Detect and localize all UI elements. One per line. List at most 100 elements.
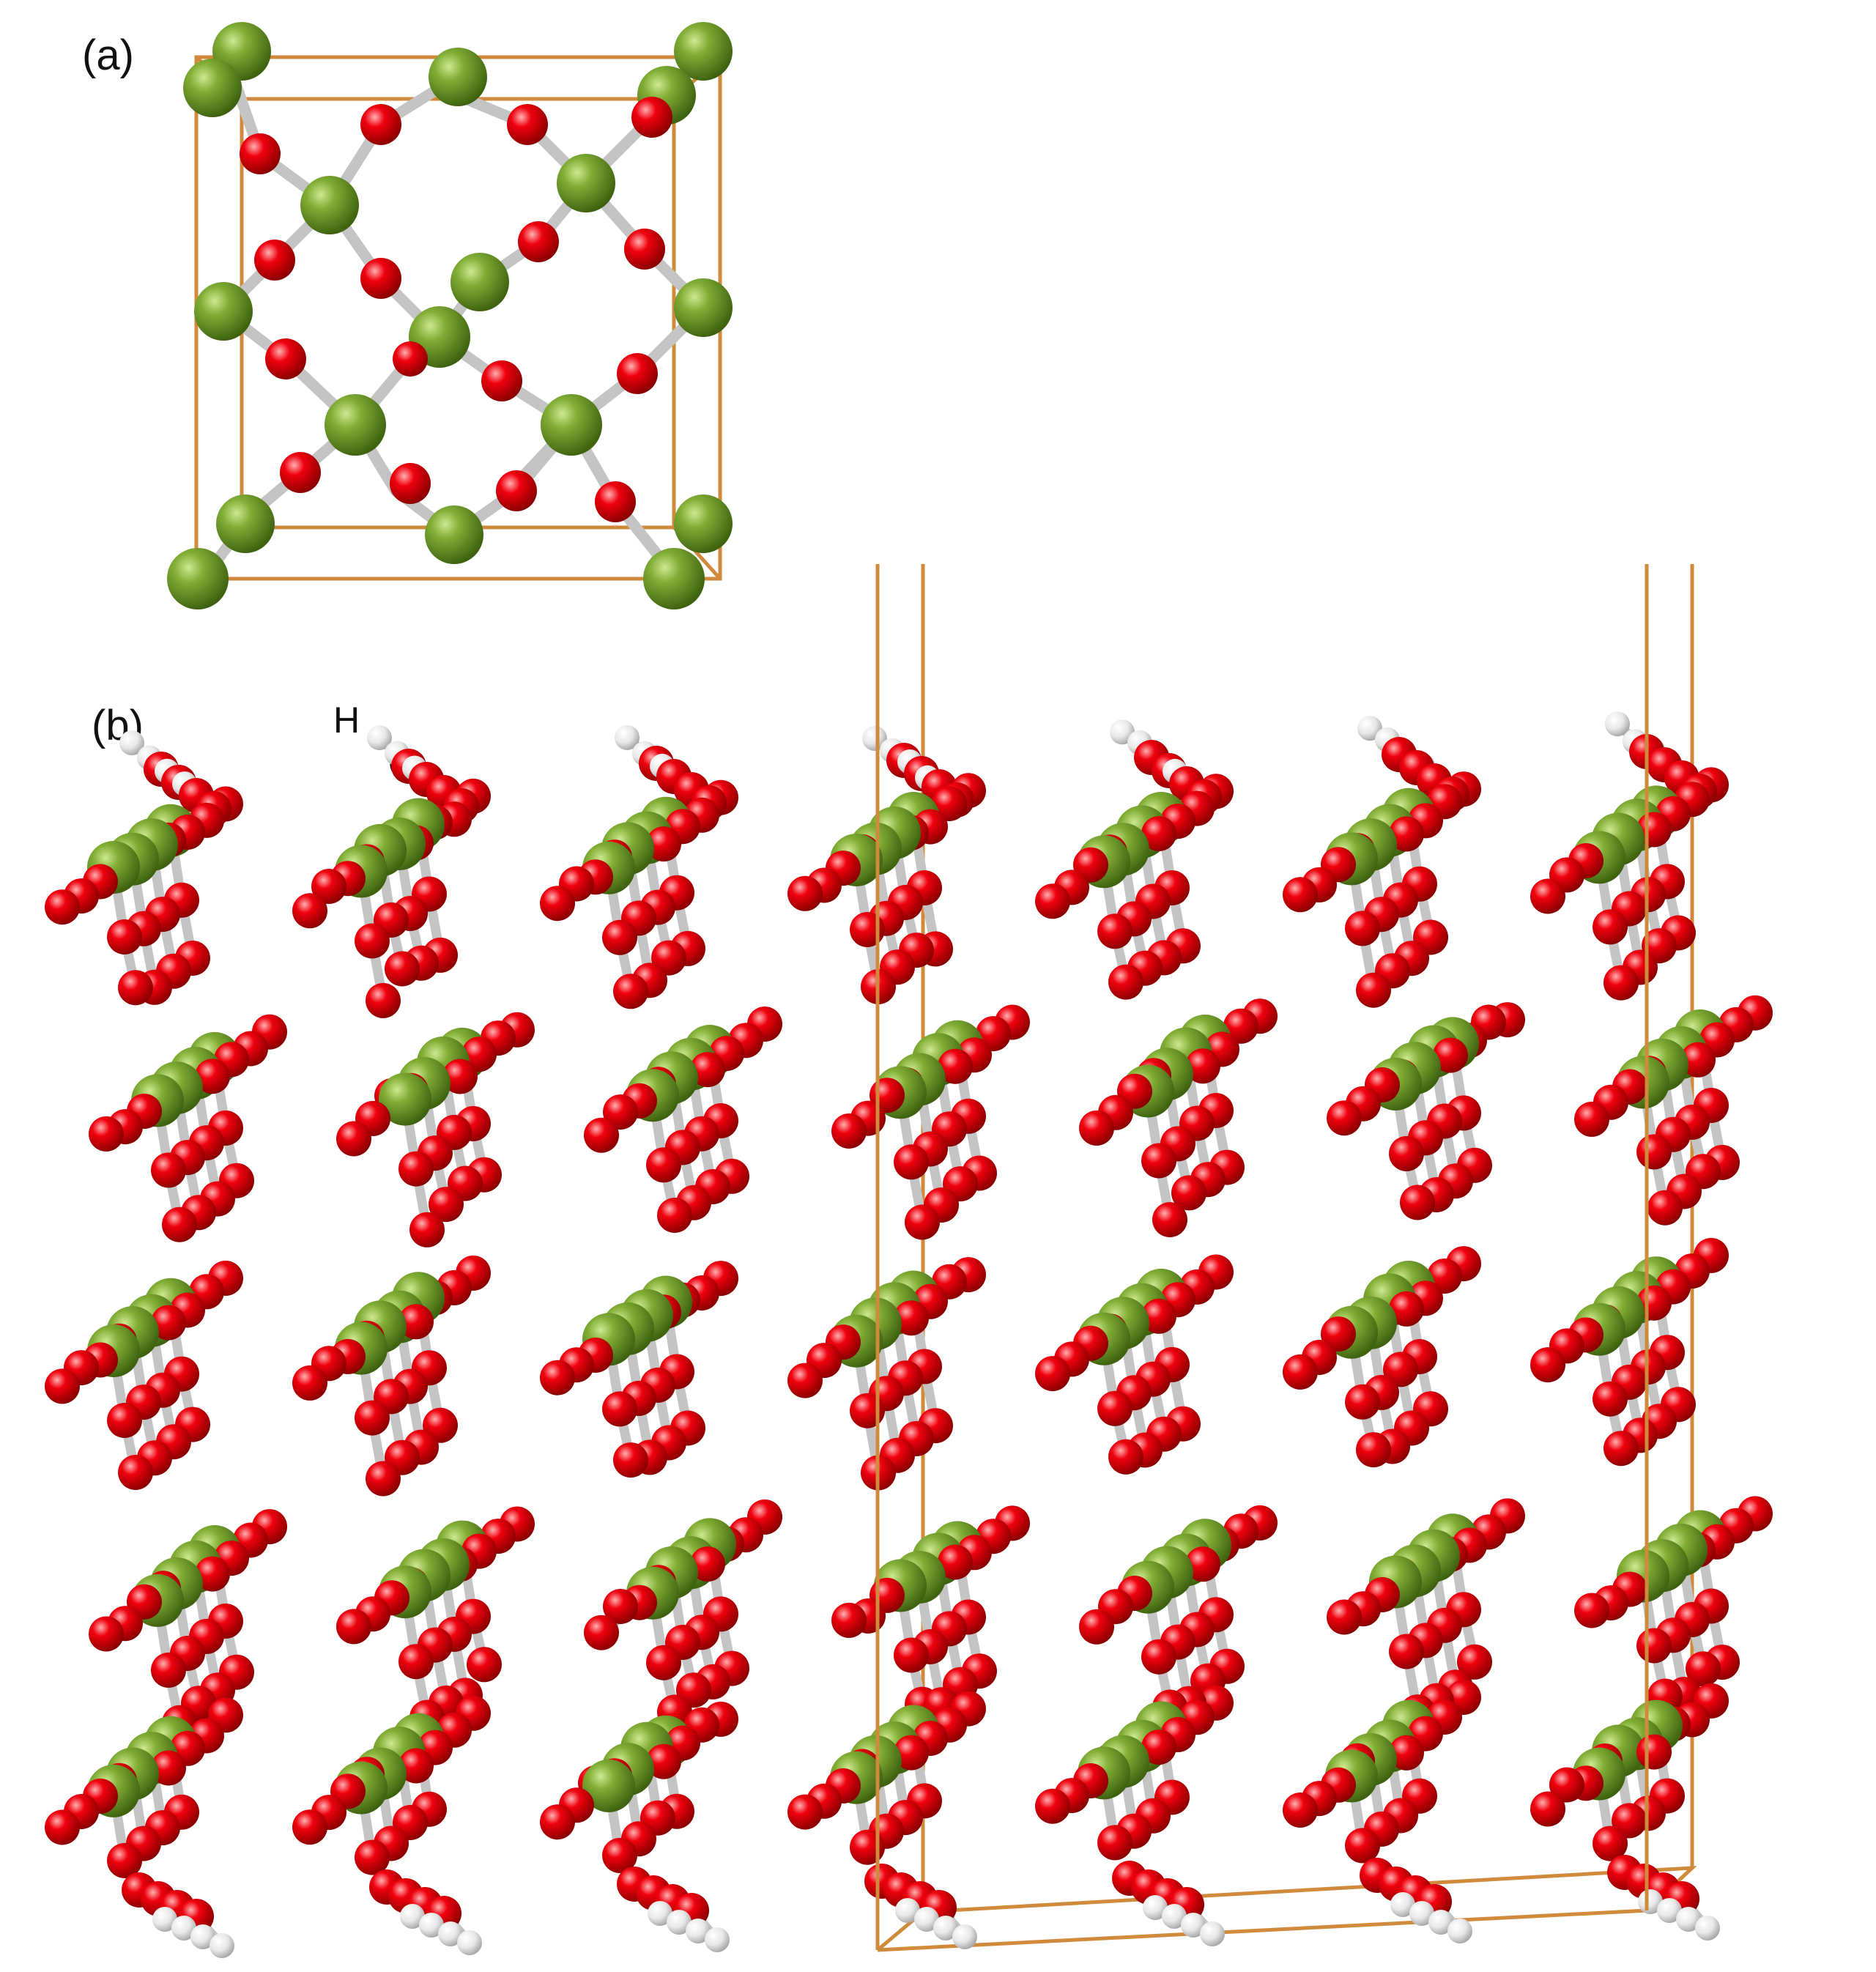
oxygen-atom — [1593, 909, 1628, 945]
oxygen-atom — [1141, 1639, 1176, 1675]
panel-b: (b) H O Si — [45, 564, 1773, 1958]
oxygen-atom — [1283, 877, 1318, 913]
hydrogen-atom — [1638, 1889, 1663, 1914]
hydrogen-atom — [1357, 716, 1382, 741]
oxygen-atom — [1530, 1791, 1565, 1827]
oxygen-atom — [1097, 913, 1132, 949]
oxygen-atom — [162, 1206, 197, 1242]
oxygen-atom — [613, 1442, 648, 1478]
oxygen-atom — [1636, 1734, 1672, 1770]
oxygen-atom — [1321, 1316, 1356, 1352]
silicon-atom — [582, 1759, 635, 1812]
oxygen-atom — [442, 1059, 478, 1094]
oxygen-atom — [398, 1151, 434, 1187]
oxygen-atom — [355, 1400, 390, 1436]
hydrogen-atom — [171, 1916, 196, 1941]
oxygen-atom — [398, 1304, 434, 1340]
oxygen-atom — [107, 919, 142, 955]
oxygen-atom — [1356, 1432, 1391, 1468]
oxygen-atom — [1356, 972, 1391, 1008]
oxygen-atom — [1389, 816, 1424, 852]
oxygen-atom — [646, 826, 681, 862]
oxygen-atom — [602, 919, 637, 955]
oxygen-atom — [118, 970, 153, 1006]
oxygen-atom — [1035, 883, 1070, 919]
hydrogen-atom — [705, 1927, 730, 1952]
hydrogen-atom — [419, 1913, 444, 1938]
hydrogen-atom — [686, 1919, 711, 1943]
oxygen-atom — [1035, 1356, 1070, 1392]
oxygen-atom — [1097, 1390, 1132, 1426]
oxygen-atom — [393, 341, 428, 377]
hydrogen-atom — [1676, 1907, 1701, 1932]
oxygen-atom — [409, 1212, 445, 1248]
oxygen-atom — [1035, 1788, 1070, 1824]
oxygen-atom — [118, 1455, 153, 1490]
oxygen-atom — [265, 338, 306, 379]
oxygen-atom — [646, 1147, 681, 1183]
oxygen-atom — [787, 1794, 823, 1830]
silicon-atom — [425, 505, 483, 564]
hydrogen-atom — [895, 1898, 920, 1923]
oxygen-atom — [1141, 1143, 1176, 1179]
oxygen-atom — [1079, 1609, 1114, 1645]
oxygen-atom — [1223, 1008, 1258, 1044]
oxygen-atom — [336, 1121, 371, 1157]
silicon-atom — [643, 548, 705, 609]
hydrogen-atom — [862, 726, 887, 751]
oxygen-atom — [1345, 1828, 1380, 1864]
oxygen-atom — [787, 875, 823, 911]
oxygen-atom — [1171, 1175, 1206, 1211]
hydrogen-atom — [1605, 711, 1630, 737]
oxygen-atom — [254, 240, 295, 281]
oxygen-atom — [481, 360, 522, 401]
silicon-atom — [429, 48, 487, 106]
oxygen-atom — [1636, 1134, 1672, 1170]
oxygen-atom — [1389, 1291, 1424, 1327]
oxygen-atom — [1593, 1825, 1628, 1861]
oxygen-atom — [1185, 1546, 1220, 1582]
legend-label-hydrogen: H — [333, 700, 360, 741]
hydrogen-atom — [367, 725, 392, 751]
hydrogen-atom — [1390, 1892, 1415, 1917]
oxygen-atom — [646, 1645, 681, 1680]
oxygen-atom — [1141, 1730, 1176, 1765]
hydrogen-atom — [1200, 1921, 1225, 1946]
oxygen-atom — [1383, 1352, 1418, 1387]
oxygen-atom — [1327, 1599, 1362, 1635]
oxygen-atom — [366, 982, 401, 1018]
oxygen-atom — [1389, 1735, 1424, 1771]
oxygen-atom — [292, 1365, 327, 1401]
oxygen-atom — [850, 912, 885, 947]
oxygen-atom — [1647, 1190, 1683, 1226]
oxygen-atom — [932, 786, 967, 821]
silicon-atom — [379, 1072, 431, 1126]
oxygen-atom — [1686, 1651, 1721, 1687]
oxygen-atom — [540, 1804, 575, 1840]
oxygen-atom — [602, 1391, 637, 1427]
oxygen-atom — [507, 104, 548, 145]
oxygen-atom — [1604, 1431, 1639, 1467]
oxygen-atom — [45, 889, 80, 925]
oxygen-atom — [690, 1052, 725, 1088]
hydrogen-atom — [190, 1924, 215, 1949]
hydrogen-atom — [1428, 1910, 1453, 1935]
oxygen-atom — [360, 104, 401, 145]
oxygen-atom — [366, 1461, 401, 1497]
oxygen-atom — [584, 1615, 619, 1650]
oxygen-atom — [1389, 1634, 1424, 1669]
oxygen-atom — [1574, 1101, 1609, 1137]
oxygen-atom — [938, 1544, 973, 1580]
oxygen-atom — [107, 1842, 142, 1878]
unit-cell-front-edges — [875, 564, 1649, 1950]
oxygen-atom — [467, 1647, 502, 1683]
silicon-atom — [300, 176, 359, 234]
oxygen-atom — [938, 1048, 973, 1084]
oxygen-atom — [657, 1198, 692, 1233]
oxygen-atom — [1549, 1767, 1584, 1803]
hydrogen-atom — [1143, 1895, 1168, 1920]
hydrogen-atom — [952, 1924, 977, 1949]
oxygen-atom — [89, 1116, 124, 1152]
oxygen-atom — [45, 1809, 80, 1845]
hydrogen-atom — [1657, 1898, 1682, 1923]
